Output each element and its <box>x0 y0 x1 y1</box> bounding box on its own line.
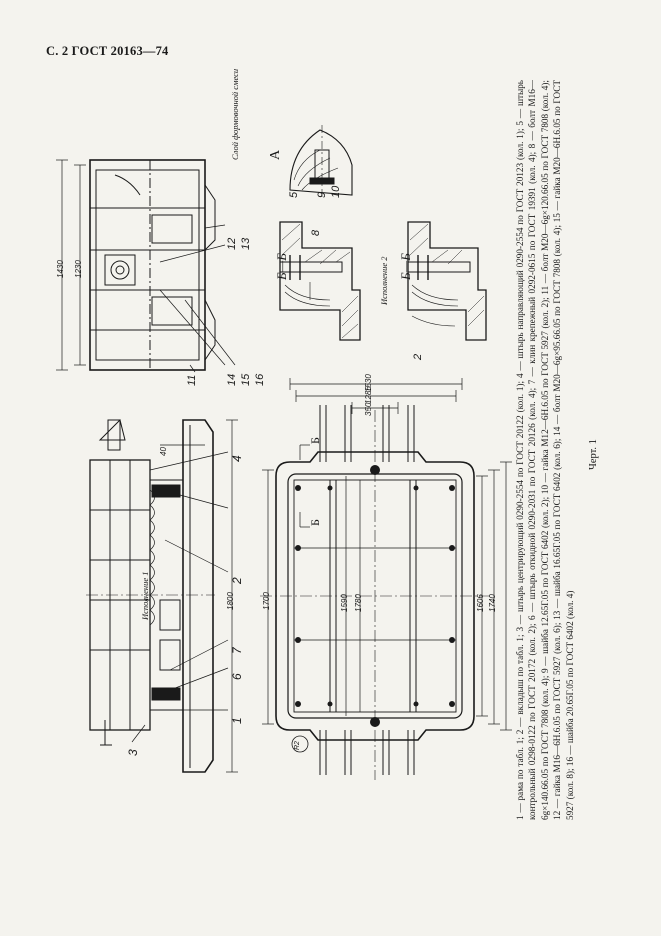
callout-16: 16 <box>254 373 266 386</box>
label-section-a: А <box>268 149 283 160</box>
figure-label: Черт. 1 <box>588 439 599 470</box>
label-section-b-top: Б <box>308 437 322 444</box>
label-section-b-bottom: Б <box>308 519 322 526</box>
label-ispolnenie-2: Исполнение 2 <box>379 256 389 305</box>
callout-15: 15 <box>240 373 252 386</box>
dim-1800: 1800 <box>226 592 235 610</box>
callout-2: 2 <box>230 577 244 584</box>
callout-12: 12 <box>226 237 238 250</box>
dim-40: 40 <box>159 447 168 456</box>
callout-14: 14 <box>226 373 238 386</box>
section-bb-1 <box>279 221 361 341</box>
dim-1780: 1780 <box>354 594 363 612</box>
callout-6: 6 <box>230 673 244 680</box>
callout-7: 7 <box>230 647 244 654</box>
dim-350: 350 <box>364 402 373 416</box>
callout-8: 8 <box>310 229 322 236</box>
main-side-view <box>86 419 238 773</box>
callout-1: 1 <box>230 717 244 724</box>
plan-view <box>260 378 512 780</box>
callout-10: 10 <box>330 185 342 198</box>
callout-11: 11 <box>186 374 198 386</box>
dim-1590: 1590 <box>340 594 349 612</box>
section-bb-2 <box>407 221 487 341</box>
dim-1740: 1740 <box>488 594 497 612</box>
label-section-bb-2: Б—Б <box>398 253 413 280</box>
callout-9: 9 <box>316 191 328 198</box>
dim-r2: R2 <box>294 741 301 750</box>
page-header: С. 2 ГОСТ 20163—74 <box>46 44 169 58</box>
callout-2-detail: 2 <box>412 353 424 360</box>
dim-1606: 1606 <box>476 594 485 612</box>
detail-a <box>289 125 353 200</box>
callout-13: 13 <box>240 237 252 250</box>
label-sloy: Слой формовочной смеси <box>230 68 240 160</box>
callout-5: 5 <box>288 191 300 198</box>
callout-3: 3 <box>126 749 140 756</box>
dim-1700: 1700 <box>262 592 271 610</box>
top-side-view <box>56 159 236 373</box>
dim-1430: 1430 <box>56 260 65 278</box>
figure-caption: 1 — рама по табл. 1; 2 — вкладыш по табл… <box>515 80 575 820</box>
dim-1286: 1286 <box>364 386 373 404</box>
label-ispolnenie-1: Исполнение 1 <box>140 571 150 620</box>
label-section-bb-1: Б—Б <box>274 253 289 280</box>
callout-4: 4 <box>230 455 244 462</box>
dim-1230: 1230 <box>74 260 83 278</box>
